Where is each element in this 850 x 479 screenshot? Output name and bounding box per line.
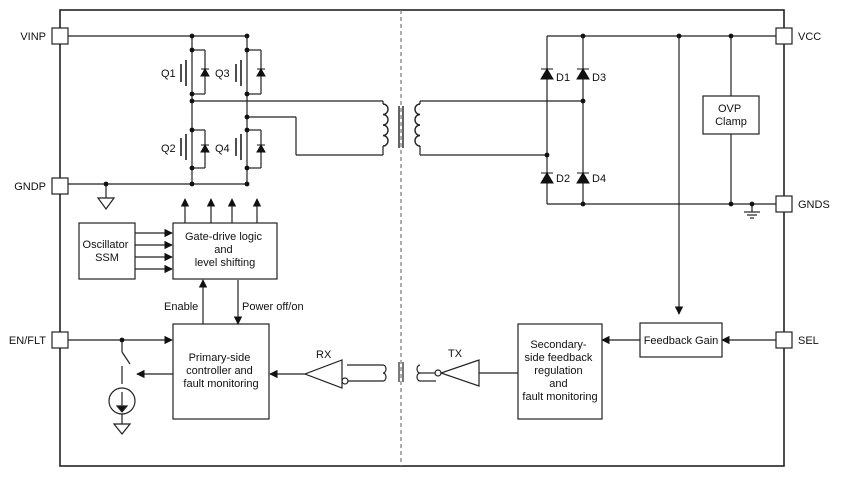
- gate-drive-block: [172, 222, 278, 280]
- pin-label-sel: SEL: [798, 335, 819, 347]
- oscillator-block: [78, 222, 136, 280]
- primary-controller-label: Primary-side controller and fault monito…: [183, 352, 258, 390]
- d3-label: D3: [592, 72, 606, 84]
- tx-label: TX: [448, 348, 463, 360]
- feedback-gain-label: Feedback Gain: [644, 335, 719, 347]
- pin-vinp: [51, 27, 69, 45]
- pin-gnds: [775, 195, 793, 213]
- feedback-gain-block: [639, 322, 723, 358]
- d1-label: D1: [556, 72, 570, 84]
- q4-label: Q4: [215, 143, 230, 155]
- pin-sel: [775, 331, 793, 349]
- rx-label: RX: [316, 349, 332, 361]
- enable-label: Enable: [164, 301, 198, 313]
- pin-vcc: [775, 27, 793, 45]
- pin-en-flt: [51, 331, 69, 349]
- q2-label: Q2: [161, 143, 176, 155]
- gate-drive-label: Gate-drive logic and level shifting: [185, 231, 265, 269]
- pin-label-gnds: GNDS: [798, 199, 830, 211]
- pin-label-vcc: VCC: [798, 31, 821, 43]
- primary-controller-block: [172, 323, 270, 420]
- pin-gndp: [51, 177, 69, 195]
- d4-label: D4: [592, 173, 606, 185]
- pin-label-vinp: VINP: [20, 31, 46, 43]
- q3-label: Q3: [215, 68, 230, 80]
- q1-label: Q1: [161, 68, 176, 80]
- d2-label: D2: [556, 173, 570, 185]
- oscillator-label: Oscillator SSM: [83, 239, 132, 264]
- secondary-feedback-block: [517, 323, 603, 420]
- package-border: [59, 9, 785, 467]
- power-off-on-label: Power off/on: [242, 301, 304, 313]
- pin-label-en-flt: EN/FLT: [9, 335, 46, 347]
- pin-label-gndp: GNDP: [14, 181, 46, 193]
- ovp-clamp-label: OVP Clamp: [715, 103, 747, 128]
- ovp-clamp-block: [702, 95, 760, 135]
- secondary-feedback-label: Secondary- side feedback regulation and …: [522, 339, 597, 403]
